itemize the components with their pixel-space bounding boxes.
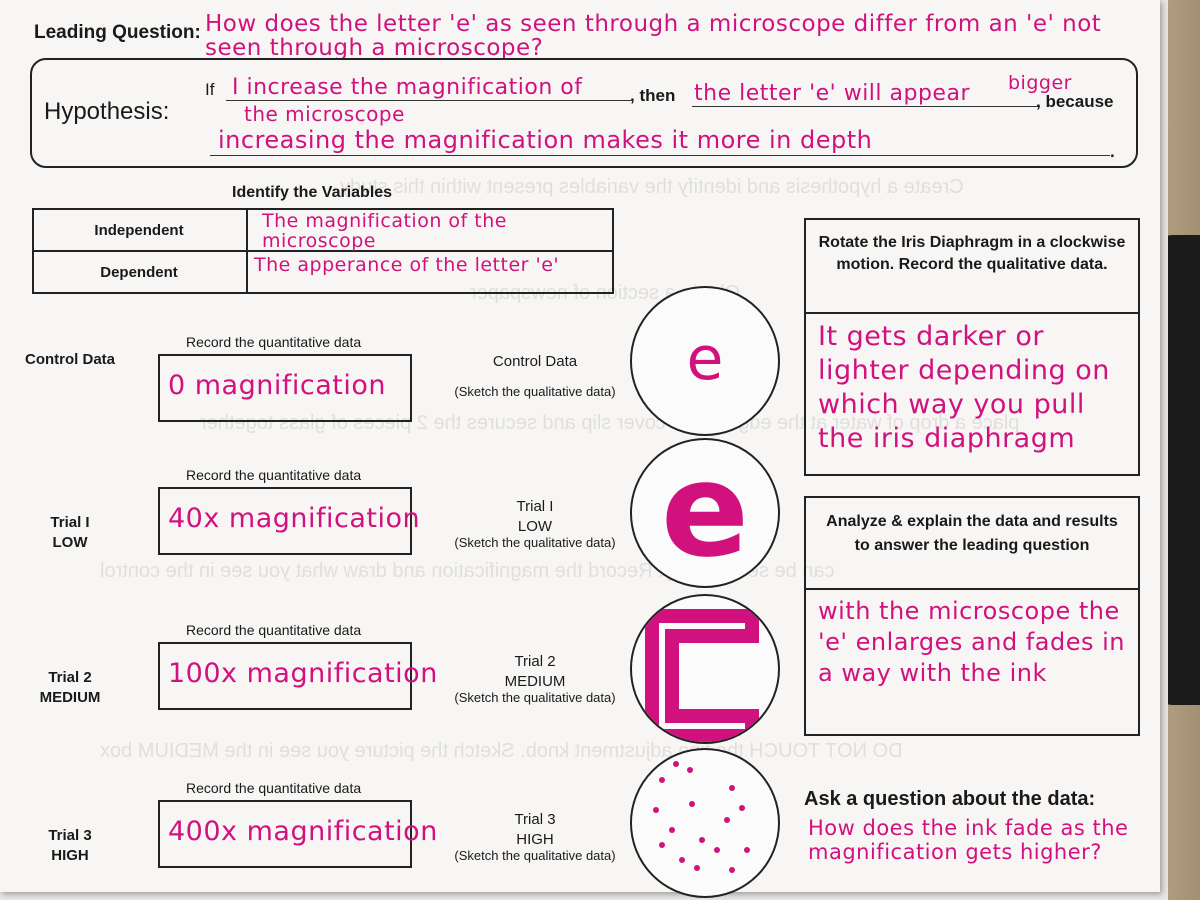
quant-box	[158, 487, 412, 555]
iris-title: Rotate the Iris Diaphragm in a clockwise…	[818, 234, 1126, 273]
independent-label-text: Independent	[94, 222, 184, 239]
sketch-label: Trial I LOW	[516, 498, 554, 535]
ink-dot	[659, 777, 665, 783]
iris-box	[804, 218, 1140, 476]
sketch-hint: (Sketch the qualitative data)	[454, 384, 616, 399]
ink-dot	[669, 827, 675, 833]
hypothesis-then-answer: the letter 'e' will appear	[694, 81, 970, 106]
ink-dot	[699, 837, 705, 843]
dependent-answer: The apperance of the letter 'e'	[254, 254, 560, 276]
ink-dot	[724, 817, 730, 823]
ink-dot	[739, 805, 745, 811]
hypothesis-because: , because	[1036, 92, 1114, 111]
trial-label: Trial I LOW	[50, 514, 90, 551]
iris-divider	[804, 312, 1140, 314]
quant-title: Record the quantitative data	[186, 467, 362, 483]
sketch-label: Trial 2 MEDIUM	[504, 653, 566, 690]
trial-label: Control Data	[25, 351, 115, 368]
ink-dot	[673, 761, 679, 767]
hypothesis-if-answer: I increase the magnification of	[232, 75, 583, 100]
sketch-letter-e-partial	[645, 609, 759, 742]
sketch-hint: (Sketch the qualitative data)	[454, 535, 616, 550]
quant-value: 100x magnification	[168, 658, 438, 689]
iris-answer: It gets darker or lighter depending on w…	[818, 321, 1110, 454]
quant-box	[158, 354, 412, 422]
variables-col-divider	[246, 208, 248, 294]
leading-question-label: Leading Question:	[34, 22, 201, 43]
variables-title: Identify the Variables	[232, 184, 393, 201]
sketch-hint: (Sketch the qualitative data)	[454, 690, 616, 705]
dependent-label: Dependent	[32, 264, 246, 281]
sketch-circle	[630, 594, 780, 744]
ask-answer: How does the ink fade as the magnificati…	[808, 816, 1129, 864]
hypothesis-then-insert: bigger	[1008, 72, 1072, 94]
hypothesis-label: Hypothesis:	[44, 98, 170, 125]
sketch-ink-dots	[653, 761, 750, 873]
sketch-circle: e	[630, 286, 780, 436]
analyze-box	[804, 496, 1140, 736]
if-blank	[226, 100, 631, 101]
sketch-letter-e-enlarged: e	[660, 438, 750, 586]
ink-dot	[729, 867, 735, 873]
worksheet: Create a hypothesis and identify the var…	[0, 0, 1160, 898]
ink-dot	[687, 767, 693, 773]
hypothesis-then: , then	[630, 86, 676, 105]
sketch-label: Control Data	[492, 353, 578, 370]
analyze-title: Analyze & explain the data and results t…	[826, 513, 1118, 554]
quant-box	[158, 642, 412, 710]
analyze-divider	[804, 588, 1140, 590]
quant-value: 400x magnification	[168, 816, 438, 847]
quant-title: Record the quantitative data	[186, 334, 362, 350]
trial-label: Trial 2 MEDIUM	[39, 669, 101, 706]
quant-value: 40x magnification	[168, 503, 421, 534]
bleed-through-text: Create a hypothesis and identify the var…	[340, 176, 964, 198]
quant-title: Record the quantitative data	[186, 622, 362, 638]
ink-dot	[689, 801, 695, 807]
sketch-letter-e: e	[686, 324, 724, 394]
ink-dot	[729, 785, 735, 791]
bleed-through-text: DO NOT TOUCH the fine adjustment knob. S…	[100, 740, 903, 762]
independent-label: Independent	[32, 222, 246, 239]
hypothesis-box	[30, 58, 1138, 168]
then-blank	[692, 106, 1040, 107]
sketch-circle	[630, 748, 780, 898]
analyze-answer: with the microscope the 'e' enlarges and…	[818, 597, 1125, 687]
hypothesis-line2: the microscope	[244, 102, 405, 126]
ink-dot	[679, 857, 685, 863]
variables-row-divider	[32, 250, 614, 252]
leading-question-answer: How does the letter 'e' as seen through …	[205, 11, 1102, 62]
ink-dot	[659, 842, 665, 848]
hypothesis-if: If	[205, 80, 215, 99]
hypothesis-period: .	[1110, 142, 1115, 161]
ink-dot	[714, 847, 720, 853]
trial-label: Trial 3 HIGH	[48, 827, 92, 864]
hypothesis-line3: increasing the magnification makes it mo…	[218, 126, 873, 154]
quant-value: 0 magnification	[168, 370, 386, 401]
quant-box	[158, 800, 412, 868]
ink-dot	[653, 807, 659, 813]
ask-title: Ask a question about the data:	[804, 788, 1096, 810]
dependent-label-text: Dependent	[100, 264, 178, 281]
independent-answer: The magnification of the microscope	[262, 210, 507, 252]
sketch-hint: (Sketch the qualitative data)	[454, 848, 616, 863]
ink-dot	[744, 847, 750, 853]
ink-dot	[694, 865, 700, 871]
sketch-circle: e	[630, 438, 780, 588]
sketch-label: Trial 3 HIGH	[514, 811, 556, 848]
because-blank	[210, 155, 1110, 156]
quant-title: Record the quantitative data	[186, 780, 362, 796]
